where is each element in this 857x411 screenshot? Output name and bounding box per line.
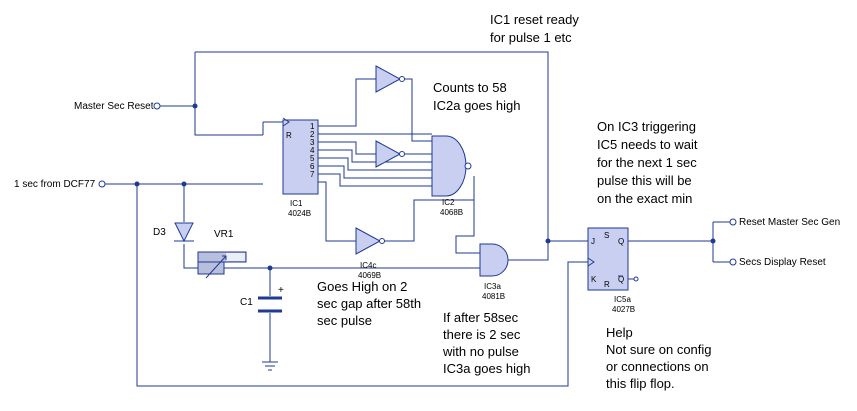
dcf77-input-label: 1 sec from DCF77 (14, 179, 96, 190)
ic5a-pin-s: S (604, 231, 609, 240)
ic2-part: 4068B (440, 208, 463, 217)
note-counts: Counts to 58 IC2a goes high (433, 80, 520, 113)
note-help-line-2: Not sure on config (606, 342, 712, 357)
note-ic3-trigger: On IC3 triggering IC5 needs to wait for … (597, 119, 698, 206)
ic5a-ref: IC5a (614, 295, 631, 304)
ic1-counter: R 1 2 3 4 5 6 7 IC1 4024B (262, 117, 319, 218)
ic1-pin-4: 4 (310, 146, 315, 155)
note-after-58: If after 58sec there is 2 sec with no pu… (442, 310, 530, 376)
ic1-pin-6: 6 (310, 162, 315, 171)
note-goes-high: Goes High on 2 sec gap after 58th sec pu… (317, 279, 421, 328)
note-ic1-reset: IC1 reset ready for pulse 1 etc (490, 12, 579, 45)
note-goes-high-line-1: Goes High on 2 (317, 279, 407, 294)
d3-diode: D3 (153, 222, 194, 243)
master-sec-reset-label: Master Sec Reset (74, 101, 154, 112)
note-help-line-1: Help (606, 325, 633, 340)
ic3a-part: 4081B (482, 292, 505, 301)
secs-display-reset-label: Secs Display Reset (739, 257, 826, 268)
ic5a-pin-r: R (604, 280, 610, 289)
junction-dots (134, 103, 716, 271)
ic1-reset-pin: R (286, 131, 292, 140)
wires (105, 51, 730, 387)
note-help-line-3: or connections on (606, 359, 709, 374)
ic5a-pin-q: Q (618, 237, 624, 246)
note-help: Help Not sure on config or connections o… (606, 325, 712, 391)
note-ic3-trigger-line-3: for the next 1 sec (597, 155, 697, 170)
ic2-nand-gate: IC2 4068B (431, 135, 472, 217)
note-help-line-4: this flip flop. (606, 376, 675, 391)
note-after-58-line-1: If after 58sec (443, 310, 519, 325)
note-ic3-trigger-line-5: on the exact min (597, 191, 692, 206)
ground-icon (262, 361, 278, 371)
ic5a-pin-j: J (591, 237, 595, 246)
inverter-top (375, 65, 405, 93)
ic5a-flip-flop: J K S R Q Q IC5a 4027B (587, 227, 639, 314)
ic5a-pin-k: K (591, 275, 597, 284)
note-goes-high-line-3: sec pulse (317, 313, 372, 328)
ic1-pin-7: 7 (310, 170, 315, 179)
ic4c-ref: IC4c (360, 261, 376, 270)
note-goes-high-line-2: sec gap after 58th (317, 296, 421, 311)
note-ic3-trigger-line-4: pulse this will be (597, 173, 692, 188)
ic1-pin-1: 1 (310, 122, 315, 131)
ic1-pin-2: 2 (310, 130, 315, 139)
ic2-ref: IC2 (442, 198, 455, 207)
note-after-58-line-3: with no pulse (442, 344, 519, 359)
d3-label: D3 (153, 227, 166, 238)
ic3a-ref: IC3a (484, 282, 501, 291)
vr1-potentiometer: VR1 (197, 229, 247, 279)
c1-capacitor: C1 + (240, 285, 284, 313)
terminal-master-sec-reset: Master Sec Reset (74, 101, 161, 112)
ic3a-and-gate: IC3a 4081B (479, 243, 509, 301)
c1-label: C1 (240, 297, 253, 308)
ic4c-inverter: IC4c 4069B (355, 227, 385, 280)
ic1-pin-3: 3 (310, 138, 315, 147)
note-counts-line-2: IC2a goes high (433, 98, 520, 113)
note-ic1-reset-line-2: for pulse 1 etc (490, 30, 572, 45)
ic4c-part: 4069B (358, 271, 381, 280)
note-after-58-line-2: there is 2 sec (443, 327, 521, 342)
ic1-ref: IC1 (290, 199, 303, 208)
inverter-middle (375, 140, 405, 168)
ic1-part: 4024B (288, 209, 311, 218)
note-counts-line-1: Counts to 58 (433, 80, 507, 95)
note-after-58-line-4: IC3a goes high (443, 361, 530, 376)
terminal-dcf77-input: 1 sec from DCF77 (14, 179, 106, 190)
vr1-label: VR1 (214, 229, 234, 240)
c1-polarity: + (278, 285, 284, 296)
terminal-secs-display-reset: Secs Display Reset (729, 257, 826, 268)
note-ic3-trigger-line-1: On IC3 triggering (597, 119, 696, 134)
ic1-pin-5: 5 (310, 154, 315, 163)
reset-master-sec-gen-label: Reset Master Sec Gen (739, 217, 840, 228)
ic5a-part: 4027B (612, 305, 635, 314)
note-ic3-trigger-line-2: IC5 needs to wait (597, 137, 698, 152)
note-ic1-reset-line-1: IC1 reset ready (490, 12, 579, 27)
terminal-reset-master-sec-gen: Reset Master Sec Gen (729, 217, 840, 228)
ic5a-pin-qbar: Q (618, 275, 624, 284)
